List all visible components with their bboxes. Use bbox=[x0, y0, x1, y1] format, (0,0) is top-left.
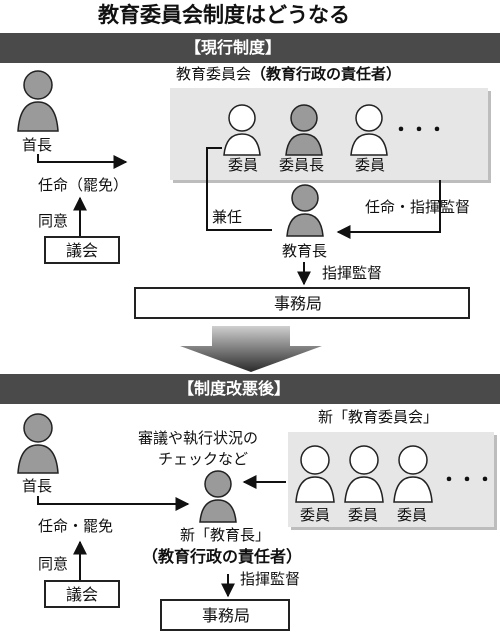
current-system-header: 【現行制度】 bbox=[185, 38, 282, 57]
reform-appoint-arrow bbox=[37, 496, 190, 511]
reform-more-members: ・・・ bbox=[440, 470, 494, 491]
reform-responsible-label: （教育行政の責任者） bbox=[142, 547, 303, 566]
reform-mayor-label: 首長 bbox=[22, 477, 53, 495]
current-more-members: ・・・ bbox=[392, 120, 446, 141]
reform-member-person-icon-2 bbox=[344, 445, 384, 503]
transition-down-arrow-icon bbox=[180, 326, 322, 372]
reform-supervise-label: 指揮監督 bbox=[240, 570, 301, 588]
current-board-label: 教育委員会（教育行政の責任者） bbox=[176, 67, 401, 82]
current-assembly-box: 議会 bbox=[44, 236, 120, 264]
current-chairman-person-icon bbox=[285, 104, 323, 156]
reform-check-line-2: チェックなど bbox=[158, 450, 249, 468]
board-responsible: （教育行政の責任者） bbox=[251, 65, 402, 83]
current-superintendent-label: 教育長 bbox=[282, 242, 328, 260]
reform-secretariat-label: 事務局 bbox=[202, 606, 251, 625]
reform-member-label-3: 委員 bbox=[397, 506, 428, 524]
reform-new-board-label: 新「教育委員会」 bbox=[318, 408, 439, 426]
reform-mayor-person-icon bbox=[17, 413, 59, 474]
current-appoint-dismiss-label: 任命（罷免） bbox=[38, 176, 129, 194]
reform-new-superintendent-label: 新「教育長」 bbox=[180, 526, 271, 544]
reform-header-band: 【制度改悪後】 bbox=[0, 374, 500, 404]
current-assembly-label: 議会 bbox=[66, 241, 99, 260]
reform-consent-label: 同意 bbox=[38, 555, 69, 573]
current-member-person-icon-1 bbox=[223, 104, 261, 156]
current-concurrent-label: 兼任 bbox=[212, 208, 243, 226]
current-supervise-label: 指揮監督 bbox=[322, 264, 383, 282]
current-member-person-icon-3 bbox=[350, 104, 388, 156]
reform-header: 【制度改悪後】 bbox=[178, 379, 291, 398]
current-superintendent-person-icon bbox=[286, 184, 324, 237]
current-member-label-3: 委員 bbox=[355, 156, 386, 174]
current-member-label-2: 委員長 bbox=[279, 156, 325, 174]
current-appoint-supervise-arrow bbox=[336, 180, 441, 239]
current-system-header-band: 【現行制度】 bbox=[0, 33, 500, 63]
current-appoint-supervise-label: 任命・指揮監督 bbox=[365, 198, 471, 216]
current-appoint-arrow bbox=[37, 154, 128, 169]
current-concurrent-line bbox=[206, 147, 272, 231]
current-mayor-person-icon bbox=[17, 70, 59, 132]
reform-assembly-label: 議会 bbox=[66, 585, 99, 604]
reform-member-label-2: 委員 bbox=[348, 506, 379, 524]
page-title: 教育委員会制度はどうなる bbox=[98, 3, 350, 27]
reform-member-person-icon-1 bbox=[295, 445, 335, 503]
reform-secretariat-box: 事務局 bbox=[160, 599, 290, 631]
board-name: 教育委員会 bbox=[176, 65, 252, 83]
reform-superintendent-person-icon bbox=[199, 470, 237, 523]
current-board-panel bbox=[170, 88, 488, 180]
current-consent-label: 同意 bbox=[38, 212, 69, 230]
current-mayor-label: 首長 bbox=[22, 136, 53, 154]
current-secretariat-label: 事務局 bbox=[274, 294, 323, 313]
reform-assembly-box: 議会 bbox=[44, 580, 120, 608]
current-secretariat-box: 事務局 bbox=[134, 287, 470, 319]
reform-member-person-icon-3 bbox=[393, 445, 433, 503]
reform-member-label-1: 委員 bbox=[300, 506, 331, 524]
reform-appoint-dismiss-label: 任命・罷免 bbox=[38, 517, 114, 535]
reform-check-line-1: 審議や執行状況の bbox=[138, 429, 259, 447]
current-member-label-1: 委員 bbox=[228, 156, 259, 174]
